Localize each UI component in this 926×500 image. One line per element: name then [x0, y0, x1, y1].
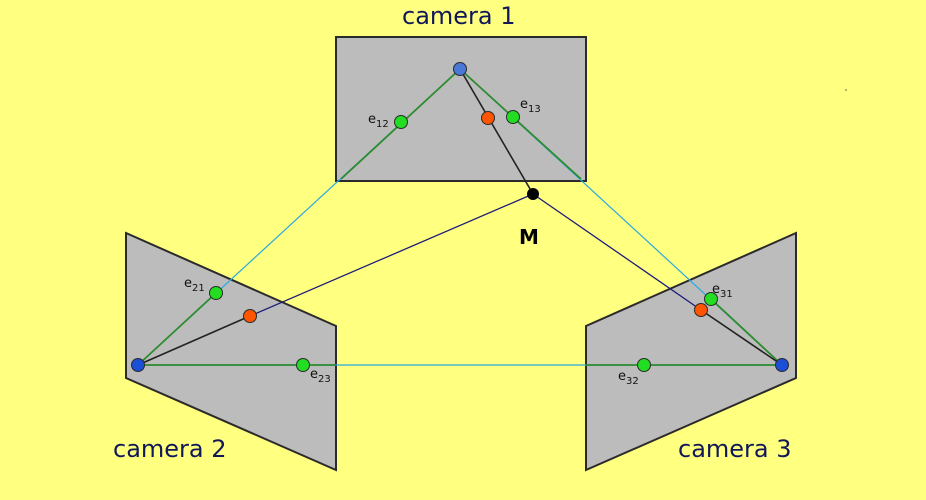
ray-camera-2-inner	[137, 315, 251, 366]
epipole-e13	[506, 110, 520, 124]
stray-dot	[845, 89, 847, 91]
camera-1-image-plane	[335, 36, 587, 182]
camera-2-label: camera 2	[113, 435, 227, 463]
camera-2-image-plane	[125, 231, 337, 472]
projection-m-camera-2	[243, 309, 257, 323]
camera-3-image-plane	[585, 231, 797, 472]
epipolar-line-2-1	[137, 292, 217, 366]
projection-m-camera-1	[481, 111, 495, 125]
ray-camera-3-inner	[700, 309, 783, 366]
camera-1-label: camera 1	[402, 2, 516, 30]
epipole-e31	[704, 292, 718, 306]
epipole-label-e12: e12	[368, 112, 389, 130]
epipole-label-e32: e32	[618, 369, 639, 387]
camera-3-label: camera 3	[678, 435, 792, 463]
ray-camera-2-to-m	[249, 193, 534, 317]
ray-camera-1-to-m	[459, 68, 534, 195]
ray-camera-3-to-m	[532, 193, 702, 311]
camera-2-center	[131, 358, 145, 372]
epipole-label-e21: e21	[184, 276, 205, 294]
camera-3-center	[775, 358, 789, 372]
projection-m-camera-3	[694, 303, 708, 317]
epipole-label-e31: e31	[712, 282, 733, 300]
epipole-e32	[637, 358, 651, 372]
epipole-e21	[209, 286, 223, 300]
epipole-label-e23: e23	[310, 367, 331, 385]
epipolar-line-1-3	[459, 68, 582, 180]
epipolar-line-3-1	[710, 298, 783, 366]
epipole-e23	[296, 358, 310, 372]
scene-point-m-label: M	[519, 225, 539, 249]
epipole-label-e13: e13	[520, 97, 541, 115]
camera-1-center	[453, 62, 467, 76]
scene-point-m	[527, 188, 539, 200]
epipole-e12	[394, 115, 408, 129]
